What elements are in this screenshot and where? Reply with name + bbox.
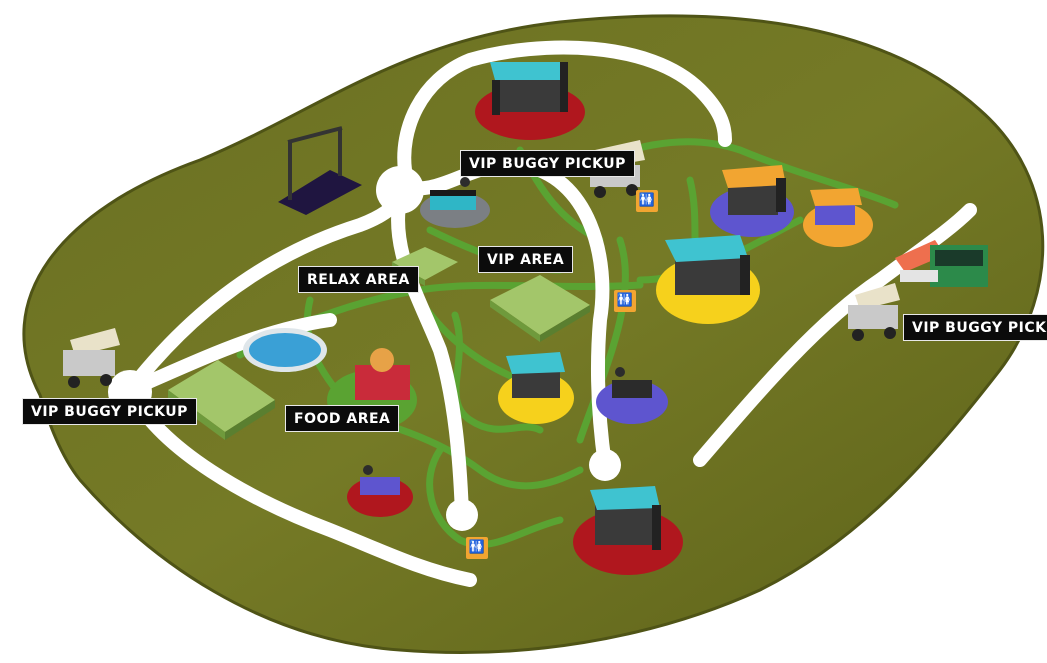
toilet-icon: 🚻 <box>636 190 658 212</box>
stage-red-top[interactable] <box>475 62 585 140</box>
label-food-area: FOOD AREA <box>285 405 400 432</box>
stage-yellow-small[interactable] <box>498 352 574 424</box>
dj-booth-top[interactable] <box>420 177 490 228</box>
bus-station[interactable] <box>895 240 988 287</box>
label-vip-buggy-pickup-top: VIP BUGGY PICKUP <box>460 150 635 177</box>
label-vip-area: VIP AREA <box>478 246 574 273</box>
toilet-icon: 🚻 <box>466 537 488 559</box>
pool-icon <box>243 328 327 372</box>
label-vip-buggy-pickup-right: VIP BUGGY PICKUP <box>903 314 1047 341</box>
golf-buggy-right[interactable] <box>848 283 900 341</box>
roundabouts <box>108 166 621 531</box>
dj-booth-blue[interactable] <box>596 367 668 424</box>
label-relax-area: RELAX AREA <box>298 266 419 293</box>
vip-area-platform[interactable] <box>490 275 590 342</box>
toilet-icon: 🚻 <box>614 290 636 312</box>
stage-yellow-big[interactable] <box>656 235 760 324</box>
stage-blue-right[interactable] <box>710 165 794 237</box>
stage-red-bottom[interactable] <box>573 486 683 575</box>
stage-truss-left[interactable] <box>278 126 362 215</box>
stage-orange-right[interactable] <box>803 188 873 247</box>
dj-booth-red[interactable] <box>347 465 413 517</box>
golf-buggy-left[interactable] <box>63 328 120 388</box>
label-vip-buggy-pickup-left: VIP BUGGY PICKUP <box>22 398 197 425</box>
